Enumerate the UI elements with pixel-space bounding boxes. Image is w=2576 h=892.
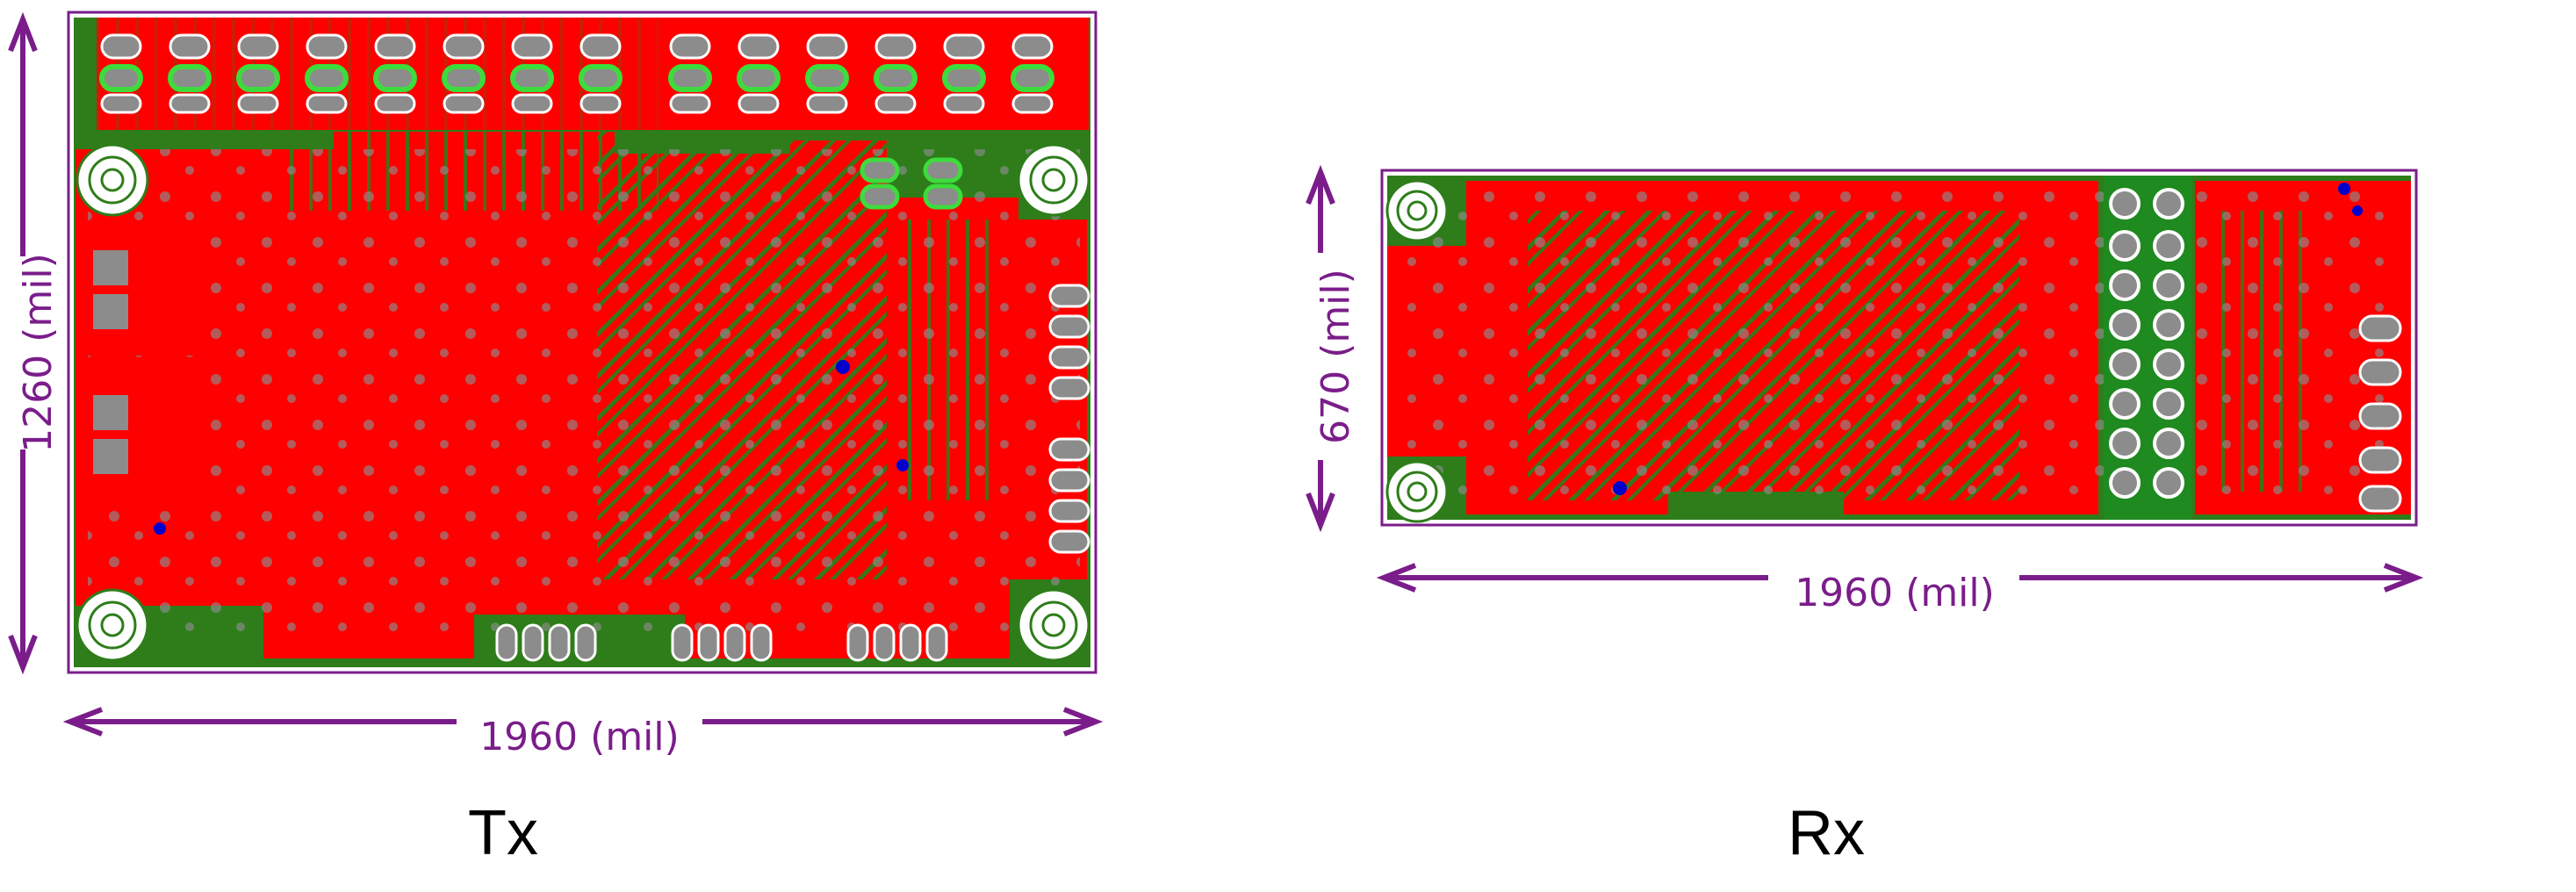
rx-mounting-holes bbox=[1385, 179, 1449, 523]
tx-mounting-holes bbox=[76, 143, 1090, 662]
rx-height-dimension bbox=[1306, 164, 1335, 533]
rx-width-label: 1960 (mil) bbox=[1795, 571, 1995, 615]
tx-top-connector-pads bbox=[100, 33, 1054, 114]
tx-left-connectors bbox=[76, 224, 198, 500]
tx-height-label: 1260 (mil) bbox=[16, 253, 61, 453]
tx-blue-markers bbox=[154, 360, 909, 535]
tx-bottom-connectors bbox=[495, 623, 948, 662]
rx-height-label: 670 (mil) bbox=[1313, 269, 1358, 444]
tx-caption: Tx bbox=[468, 798, 538, 868]
rx-via-field bbox=[1405, 184, 2397, 509]
tx-width-label: 1960 (mil) bbox=[479, 715, 680, 759]
tx-inner-pads bbox=[860, 157, 963, 210]
tx-board bbox=[67, 11, 1097, 674]
tx-height-dimension bbox=[8, 11, 38, 675]
rx-caption: Rx bbox=[1788, 798, 1865, 868]
tx-width-dimension bbox=[62, 707, 1104, 737]
tx-right-connectors bbox=[1048, 284, 1090, 554]
rx-blue-markers bbox=[1613, 183, 2363, 495]
tx-via-field bbox=[88, 149, 1080, 641]
rx-pin-header bbox=[2104, 176, 2191, 520]
tx-connector-rings bbox=[99, 64, 1054, 92]
rx-width-dimension bbox=[1376, 563, 2424, 593]
rx-board bbox=[1380, 169, 2418, 527]
rx-right-connectors bbox=[2358, 314, 2402, 513]
